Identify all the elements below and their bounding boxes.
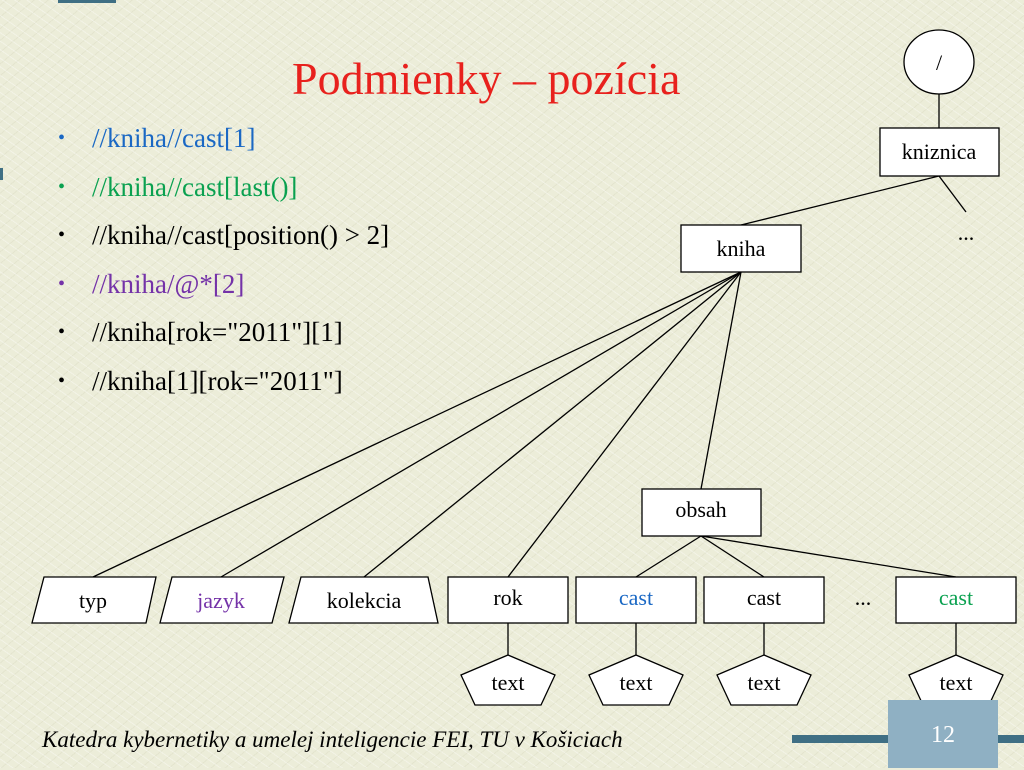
bullet-text: //kniha//cast[1] [92,123,256,153]
text-node-cast-1-shape [588,654,684,706]
edge-kniha-typ [92,271,742,578]
bullet-text: //kniha//cast[position() > 2] [92,220,390,250]
tree-labels: / kniznica ... kniha obsah typ jazyk kol… [79,50,977,695]
bullet-dot: • [58,369,66,392]
left-accent-tick [0,168,3,180]
kniha-node-shape [680,224,802,273]
edge-kniznica-more [938,175,967,213]
attribute-kolekcia-shape [288,576,439,624]
attribute-jazyk-label: jazyk [196,588,245,613]
tree-nodes [31,29,1017,706]
attribute-typ-label: typ [79,588,107,613]
element-rok-shape [447,576,569,624]
text-node-rok-shape [460,654,556,706]
cast-more-label: ... [855,585,872,610]
kniznica-node-label: kniznica [902,139,977,164]
element-cast-2-shape [703,576,825,624]
bullet-dot: • [58,175,66,198]
element-rok-label: rok [493,585,522,610]
edge-kniha-kolekcia [363,271,742,578]
kniha-node-label: kniha [717,236,766,261]
footer-institution: Katedra kybernetiky a umelej inteligenci… [42,727,623,752]
page-number: 12 [888,700,998,768]
edge-obsah-cast-2 [700,535,765,578]
edge-obsah-cast-last [700,535,957,578]
bullet-text: //kniha[1][rok="2011"] [92,365,343,396]
top-accent-bar [58,0,116,3]
text-node-rok-label: text [492,670,525,695]
text-node-cast-last-label: text [940,670,973,695]
element-cast-last-label: cast [939,585,973,610]
element-cast-1-shape [575,576,697,624]
text-node-cast-1-label: text [620,670,653,695]
text-node-cast-2-label: text [748,670,781,695]
bullet-dot: • [58,224,66,246]
element-cast-1-label: cast [619,585,653,610]
kniznica-node-shape [879,127,1000,177]
slide-title: Podmienky – pozícia [292,53,681,104]
bullet-dot: • [58,272,66,295]
bullet-dot: • [58,321,66,343]
kniznica-more-label: ... [958,220,975,245]
attribute-typ-shape [31,576,157,624]
root-node-label: / [936,50,943,75]
bullet-text: //kniha//cast[last()] [92,171,298,202]
element-cast-last-shape [895,576,1017,624]
edge-kniha-obsah [700,271,742,490]
attribute-jazyk-shape [159,576,285,624]
root-node-shape [903,29,975,95]
obsah-node-label: obsah [675,497,726,522]
text-node-cast-2-shape [716,654,812,706]
tree-edges [92,94,967,655]
edge-kniznica-kniha [740,175,940,226]
bullet-text: //kniha/@*[2] [92,268,245,299]
obsah-node-shape [641,488,762,537]
edge-obsah-cast-1 [635,535,702,578]
edge-kniha-jazyk [220,271,742,578]
edge-kniha-rok [507,271,742,578]
bullet-dot: • [58,127,66,149]
attribute-kolekcia-label: kolekcia [327,588,402,613]
bullet-text: //kniha[rok="2011"][1] [92,317,343,347]
element-cast-2-label: cast [747,585,781,610]
